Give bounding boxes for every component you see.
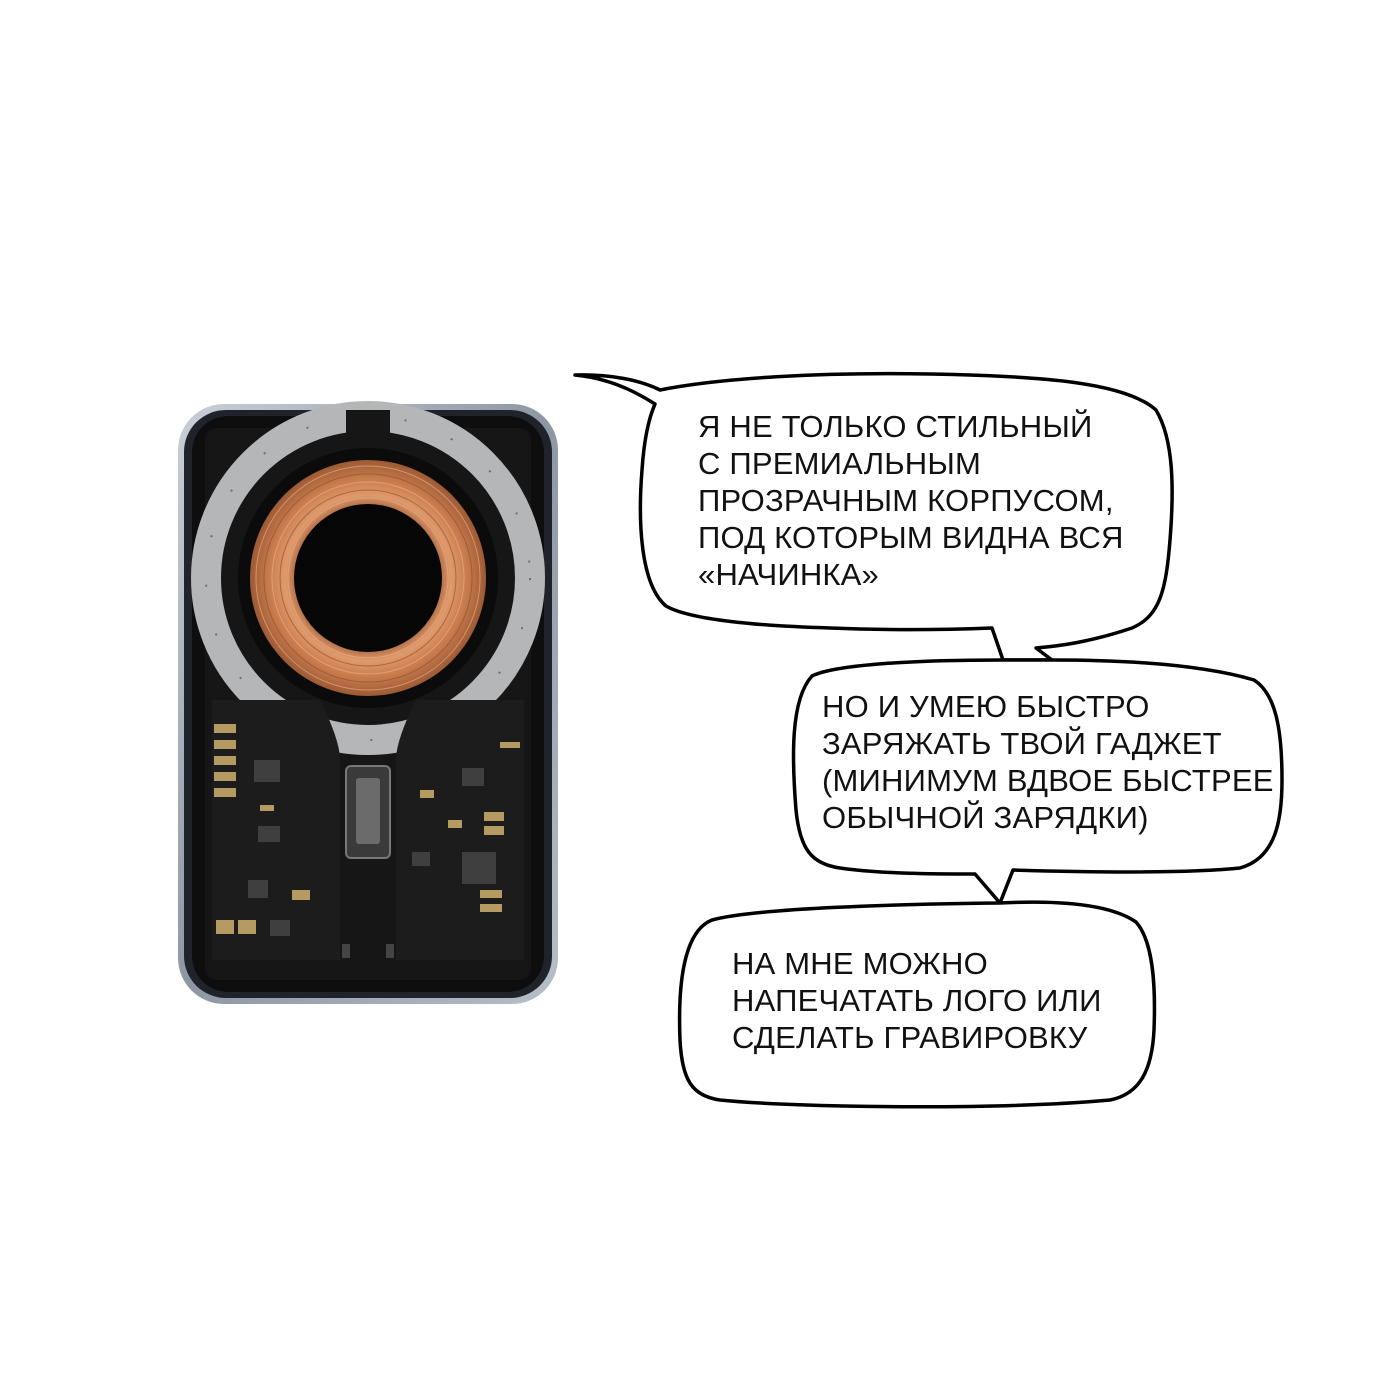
bubble-1-line-3: ПРОЗРАЧНЫМ КОРПУСОМ, [698, 483, 1114, 518]
speech-bubble-1 [573, 371, 1174, 662]
bubble-2-line-3: (МИНИМУМ ВДВОЕ БЫСТРЕЕ [822, 763, 1274, 798]
bubble-2-line-1: НО И УМЕЮ БЫСТРО [822, 689, 1150, 724]
bubble-3-line-1: НА МНЕ МОЖНО [732, 946, 988, 981]
circuit-board [212, 700, 524, 960]
bubble-1-line-2: С ПРЕМИАЛЬНЫМ [698, 446, 982, 481]
powerbank-illustration [178, 401, 558, 1004]
speech-bubble-2 [791, 658, 1284, 905]
magnet-ring [191, 401, 545, 755]
bubble-3-text: НА МНЕ МОЖНО НАПЕЧАТАТЬ ЛОГО ИЛИ СДЕЛАТЬ… [732, 945, 1102, 1056]
bubble-2-line-2: ЗАРЯЖАТЬ ТВОЙ ГАДЖЕТ [822, 726, 1222, 761]
bubble-3-line-2: НАПЕЧАТАТЬ ЛОГО ИЛИ [732, 983, 1102, 1018]
bubble-1-text: Я НЕ ТОЛЬКО СТИЛЬНЫЙ С ПРЕМИАЛЬНЫМ ПРОЗР… [698, 408, 1124, 593]
bubble-3-line-3: СДЕЛАТЬ ГРАВИРОВКУ [732, 1020, 1088, 1055]
charging-coil [238, 448, 498, 708]
bubble-1-line-4: ПОД КОТОРЫМ ВИДНА ВСЯ [698, 520, 1124, 555]
bubble-1-line-1: Я НЕ ТОЛЬКО СТИЛЬНЫЙ [698, 409, 1093, 444]
bubble-2-line-4: ОБЫЧНОЙ ЗАРЯДКИ) [822, 800, 1149, 835]
bubble-1-line-5: «НАЧИНКА» [698, 557, 879, 592]
bubble-2-text: НО И УМЕЮ БЫСТРО ЗАРЯЖАТЬ ТВОЙ ГАДЖЕТ (М… [822, 688, 1274, 836]
speech-bubble-3 [677, 900, 1157, 1109]
